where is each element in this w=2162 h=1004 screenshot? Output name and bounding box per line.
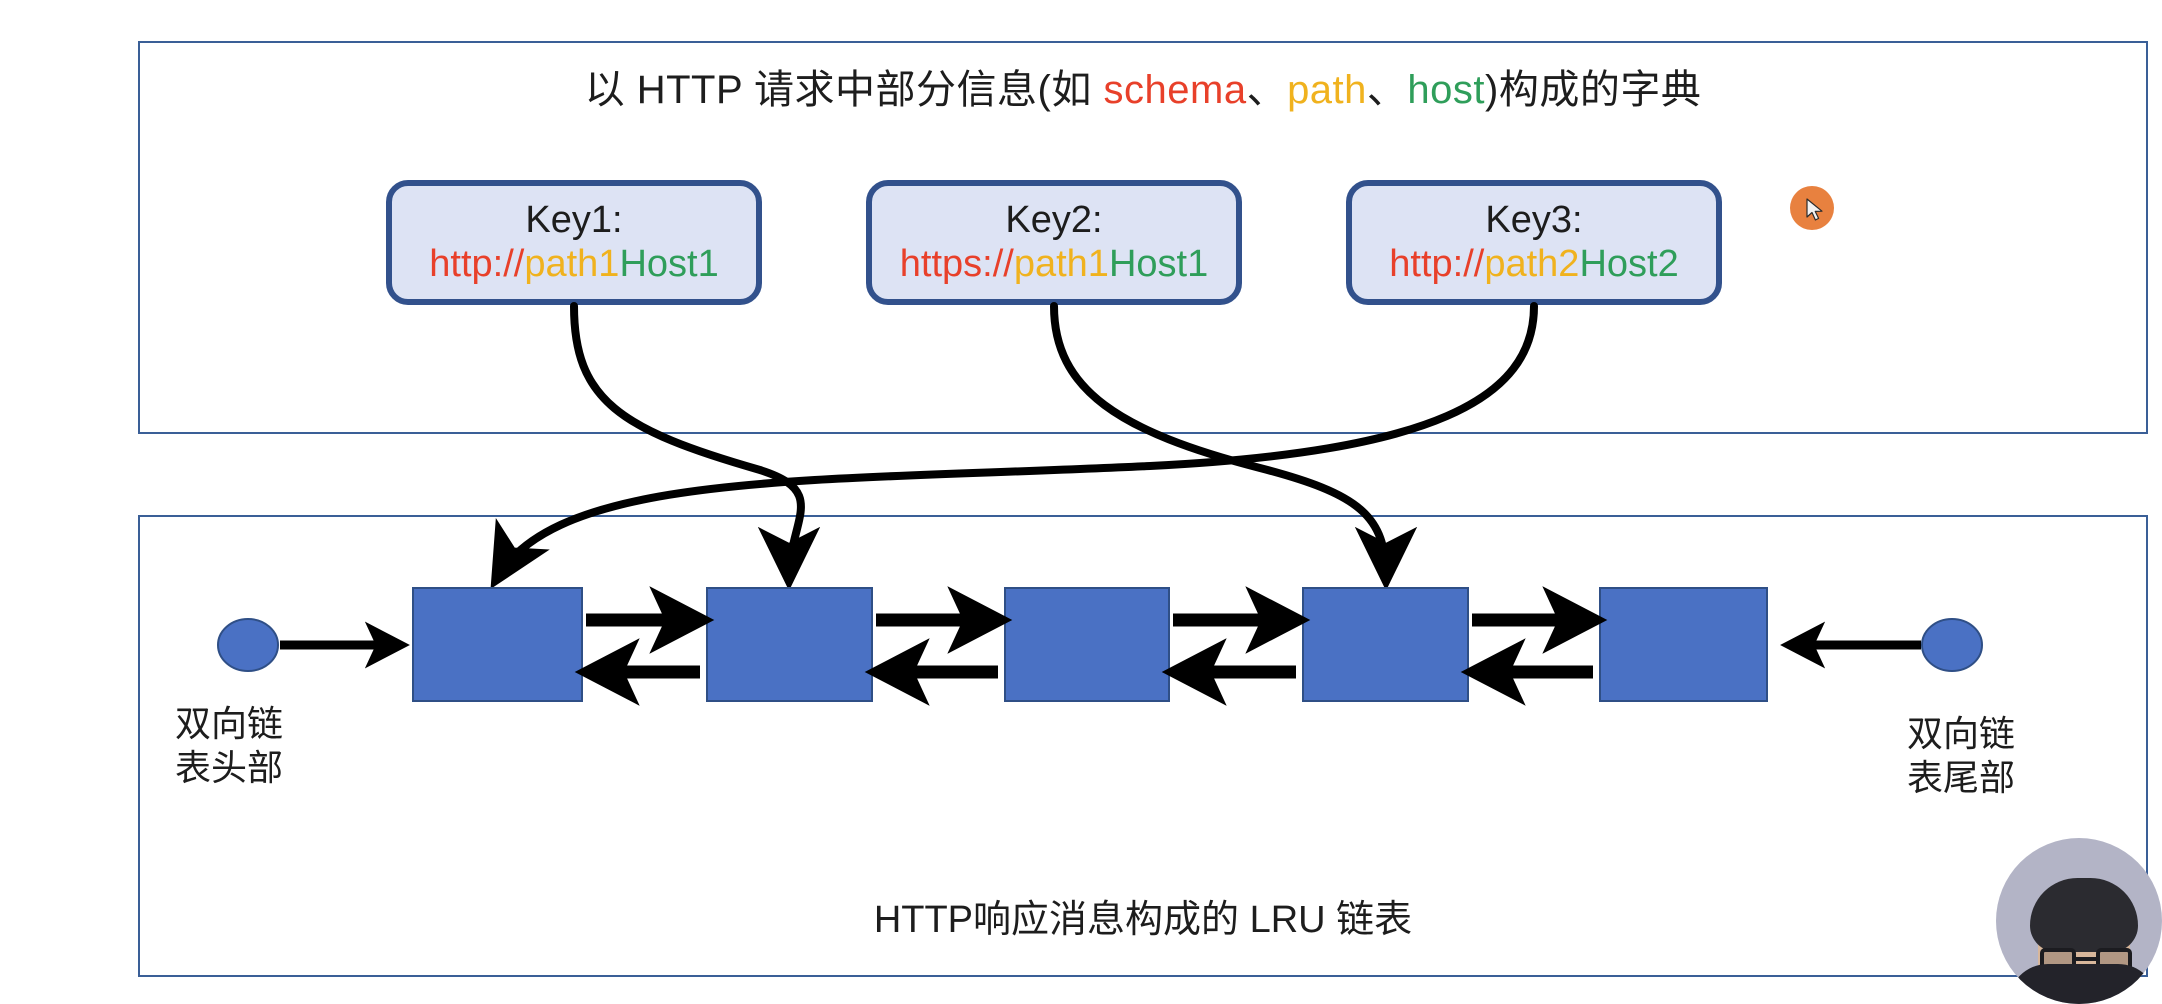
dictionary-title-tail: )构成的字典 [1485,68,1702,112]
dictionary-title: 以 HTTP 请求中部分信息(如 schema、path、host)构成的字典 [138,62,2148,118]
key-box-3-scheme: http:// [1389,242,1485,285]
key-box-3-url: http://path2Host2 [1389,242,1679,285]
webcam-overlay [1996,838,2162,1004]
key-box-2-scheme: https:// [899,242,1014,285]
key-box-2-host: Host1 [1108,242,1209,285]
dictionary-title-lead: 以 HTTP 请求中部分信息(如 [584,68,1104,112]
lru-caption: HTTP响应消息构成的 LRU 链表 [873,899,1413,941]
key-box-1-url: http://path1Host1 [429,242,719,285]
key-box-2[interactable]: Key2: https://path1Host1 [866,180,1242,305]
key-box-2-path: path1 [1013,242,1109,285]
dictionary-title-host: host [1407,68,1486,112]
key-box-3-path: path2 [1484,242,1580,285]
dictionary-title-path: path [1287,68,1367,112]
dictionary-title-sep-2: 、 [1366,68,1408,112]
key-box-3-name: Key3: [1485,199,1583,242]
key-box-3-host: Host2 [1579,242,1679,285]
dictionary-title-sep-1: 、 [1246,68,1288,112]
key-box-1-name: Key1: [525,199,623,242]
key-box-1-scheme: http:// [429,242,525,285]
webcam-hair [2030,878,2138,952]
key-box-1[interactable]: Key1: http://path1Host1 [386,180,762,305]
webcam-shoulders [2008,964,2158,1004]
list-head-label: 双向链 表头部 [175,703,284,788]
glasses-bridge [2076,957,2096,961]
mouse-pointer-icon [1806,198,1823,221]
key-box-1-host: Host1 [619,242,719,285]
key-box-2-name: Key2: [1005,199,1103,242]
key-box-2-url: https://path1Host1 [899,242,1209,285]
key-box-1-path: path1 [524,242,620,285]
dictionary-title-schema: schema [1103,68,1247,112]
key-box-3[interactable]: Key3: http://path2Host2 [1346,180,1722,305]
list-tail-label: 双向链 表尾部 [1907,713,2016,798]
mouse-cursor [1790,186,1834,230]
